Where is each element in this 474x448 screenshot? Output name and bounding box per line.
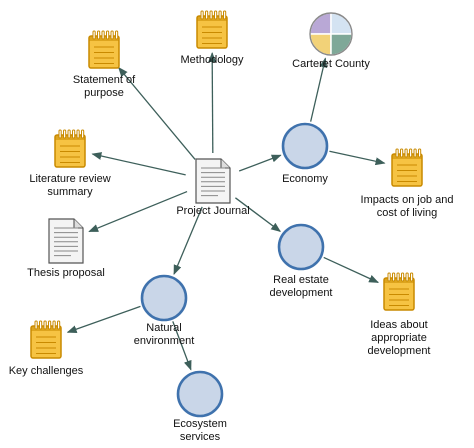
node-label-journal: Project Journal bbox=[176, 205, 249, 217]
node-label-methodology: Methodology bbox=[181, 54, 244, 66]
circle-node-icon bbox=[140, 274, 188, 322]
label-line: purpose bbox=[84, 87, 124, 99]
notepad-icon bbox=[383, 272, 415, 311]
label-line: Project Journal bbox=[176, 205, 249, 217]
circle-node-icon bbox=[281, 122, 329, 170]
node-label-carteret: Carteret County bbox=[292, 58, 370, 70]
label-line: Economy bbox=[282, 173, 328, 185]
label-line: Carteret County bbox=[292, 58, 370, 70]
edge-journal-to-natural bbox=[173, 206, 203, 275]
label-line: summary bbox=[47, 186, 93, 198]
notepad-icon bbox=[391, 148, 423, 187]
edge-natural-to-keychallenges bbox=[66, 305, 141, 334]
edges-layer bbox=[66, 51, 386, 371]
edge-journal-to-realestate bbox=[235, 197, 282, 232]
edge-journal-to-thesis bbox=[88, 190, 188, 233]
circle-node-icon bbox=[176, 370, 224, 418]
label-line: Literature review bbox=[29, 173, 110, 185]
label-line: development bbox=[270, 287, 333, 299]
node-carteret[interactable]: Carteret County bbox=[292, 12, 370, 70]
label-line: appropriate bbox=[371, 332, 427, 344]
edge-economy-to-carteret bbox=[310, 57, 328, 122]
label-line: Natural bbox=[146, 322, 181, 334]
label-line: Ecosystem bbox=[173, 418, 227, 430]
node-thesis[interactable]: Thesis proposal bbox=[27, 218, 105, 279]
node-methodology[interactable]: Methodology bbox=[181, 10, 244, 66]
notepad-icon bbox=[54, 129, 86, 168]
node-label-economy: Economy bbox=[282, 173, 328, 185]
edge-journal-to-economy bbox=[238, 154, 282, 172]
label-line: Ideas about bbox=[370, 319, 428, 331]
label-line: services bbox=[180, 431, 221, 443]
edge-journal-to-methodology bbox=[208, 51, 217, 154]
label-line: Impacts on job and bbox=[361, 194, 454, 206]
label-line: Statement of bbox=[73, 74, 136, 86]
notepad-icon bbox=[196, 10, 228, 49]
edge-natural-to-ecosystem bbox=[172, 321, 192, 371]
label-line: Thesis proposal bbox=[27, 267, 105, 279]
label-line: Key challenges bbox=[9, 365, 84, 377]
node-label-thesis: Thesis proposal bbox=[27, 267, 105, 279]
circle-node-icon bbox=[277, 223, 325, 271]
label-line: cost of living bbox=[377, 207, 438, 219]
edge-realestate-to-ideas bbox=[323, 256, 380, 283]
notepad-icon bbox=[88, 30, 120, 69]
pie-chart-icon bbox=[309, 12, 353, 56]
node-journal[interactable]: Project Journal bbox=[176, 158, 250, 217]
edge-journal-to-litreview bbox=[91, 152, 186, 176]
label-line: environment bbox=[134, 335, 195, 347]
edge-journal-to-statement bbox=[118, 66, 196, 160]
node-label-keychallenges: Key challenges bbox=[9, 365, 84, 377]
notepad-icon bbox=[30, 320, 62, 359]
label-line: Real estate bbox=[273, 274, 329, 286]
node-economy[interactable]: Economy bbox=[281, 122, 329, 185]
label-line: development bbox=[368, 345, 431, 357]
edge-economy-to-impacts bbox=[329, 150, 386, 166]
document-icon bbox=[195, 158, 231, 204]
label-line: Methodology bbox=[181, 54, 244, 66]
document-icon bbox=[48, 218, 84, 264]
node-keychallenges[interactable]: Key challenges bbox=[9, 320, 84, 377]
